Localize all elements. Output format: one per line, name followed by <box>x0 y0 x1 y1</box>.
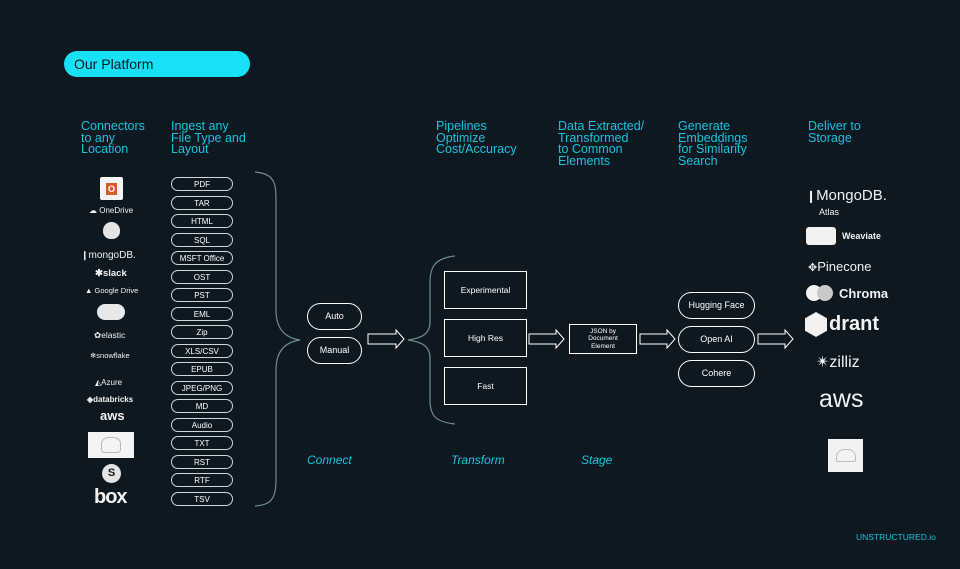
connector-box: box <box>94 486 128 509</box>
mode-auto: Auto <box>307 303 362 330</box>
mongodb-leaf-icon: ❙ <box>806 189 817 203</box>
aws-icon: aws <box>100 408 125 423</box>
zilliz-icon: ✴ <box>816 354 830 371</box>
heading-ingest: Ingest any File Type and Layout <box>171 119 246 156</box>
file-type-chip: Zip <box>171 325 233 339</box>
storage-qdrant: drant <box>805 312 879 337</box>
brand-logo: UNSTRUCTURED.io <box>856 532 936 542</box>
file-type-chip: MD <box>171 399 233 413</box>
storage-mongodb: ❙MongoDB. <box>806 187 887 204</box>
file-type-chip: RST <box>171 454 233 469</box>
file-type-chip: Audio <box>171 417 233 432</box>
ingest-brace <box>254 171 301 507</box>
file-type-chip: SQL <box>171 232 233 247</box>
weaviate-icon <box>806 227 836 245</box>
file-type-chip: JPEG/PNG <box>171 380 233 395</box>
storage-pinecone: ✥Pinecone <box>808 259 872 274</box>
connector-slack: ✱slack <box>95 268 127 279</box>
embedding-cohere: Cohere <box>678 360 755 387</box>
transform-high-res: High Res <box>444 319 527 357</box>
arrow-embed <box>757 328 794 350</box>
file-type-chip: XLS/CSV <box>171 343 233 358</box>
connector-google-drive: ▲ Google Drive <box>85 286 139 295</box>
page-title: Our Platform <box>64 51 250 77</box>
file-type-chip: TXT <box>171 436 233 450</box>
elastic-icon: ✿ <box>94 330 102 340</box>
file-type-chip: PDF <box>171 177 233 191</box>
salesforce-icon <box>97 304 125 320</box>
connector-databricks: ◈databricks <box>87 395 134 404</box>
storage-mongodb-atlas: Atlas <box>819 207 840 217</box>
connector-mongodb: ❙mongoDB. <box>81 250 136 261</box>
pinecone-icon: ✥ <box>808 262 818 274</box>
snowflake-icon: ❄ <box>90 351 97 360</box>
embedding-hugging-face: Hugging Face <box>678 292 755 319</box>
stage-json-box: JSON by Document Element <box>569 324 637 354</box>
storage-aws: aws <box>819 385 863 414</box>
arrow-transform <box>528 328 565 350</box>
aws-icon: aws <box>819 385 864 413</box>
connector-aws: aws <box>100 408 125 423</box>
onedrive-icon: ☁ <box>89 206 97 215</box>
label-transform: Transform <box>451 453 505 467</box>
box-icon: box <box>94 486 128 508</box>
file-type-chip: RTF <box>171 473 233 487</box>
heading-connectors: Connectors to any Location <box>81 119 145 156</box>
file-type-chip: EML <box>171 306 233 321</box>
file-type-chip: PST <box>171 288 233 302</box>
transform-experimental: Experimental <box>444 271 527 309</box>
heading-embeddings: Generate Embeddings for Similarity Searc… <box>678 119 748 168</box>
postgres-icon <box>103 222 120 239</box>
pipeline-brace <box>407 255 456 425</box>
heading-extracted: Data Extracted/ Transformed to Common El… <box>558 119 645 168</box>
mongodb-leaf-icon: ❙ <box>81 250 89 260</box>
slack-icon: ✱ <box>95 268 103 279</box>
connector-azure: ◭Azure <box>95 378 123 387</box>
file-type-chip: OST <box>171 269 233 284</box>
file-type-chip: TAR <box>171 195 233 210</box>
arrow-stage <box>639 328 676 350</box>
s3-bucket-icon <box>88 432 134 458</box>
cloud-search-icon <box>828 439 863 472</box>
storage-weaviate: Weaviate <box>806 227 881 245</box>
databricks-icon: ◈ <box>87 395 94 404</box>
label-connect: Connect <box>307 453 352 467</box>
label-stage: Stage <box>581 453 613 467</box>
connector-onedrive: ☁ OneDrive <box>89 206 134 215</box>
heading-deliver: Deliver to Storage <box>808 119 861 145</box>
mode-manual: Manual <box>307 337 362 364</box>
transform-fast: Fast <box>444 367 527 405</box>
connector-elastic: ✿elastic <box>94 330 126 340</box>
connector-snowflake: ❄snowflake <box>90 351 130 360</box>
storage-zilliz: ✴zilliz <box>816 354 860 371</box>
embedding-open-ai: Open AI <box>678 326 755 353</box>
arrow-connect <box>367 328 405 350</box>
sharepoint-icon: S <box>102 464 121 483</box>
office-icon: O <box>100 177 123 200</box>
file-type-chip: HTML <box>171 214 233 228</box>
heading-pipelines: Pipelines Optimize Cost/Accuracy <box>436 119 517 156</box>
file-type-chip: TSV <box>171 491 233 506</box>
qdrant-icon <box>805 312 827 337</box>
google-drive-icon: ▲ <box>85 286 93 295</box>
file-type-chip: MSFT Office <box>171 251 233 265</box>
azure-icon: ◭ <box>95 378 102 387</box>
chroma-icon <box>806 285 834 301</box>
file-type-chip: EPUB <box>171 362 233 376</box>
storage-chroma: Chroma <box>806 285 888 301</box>
